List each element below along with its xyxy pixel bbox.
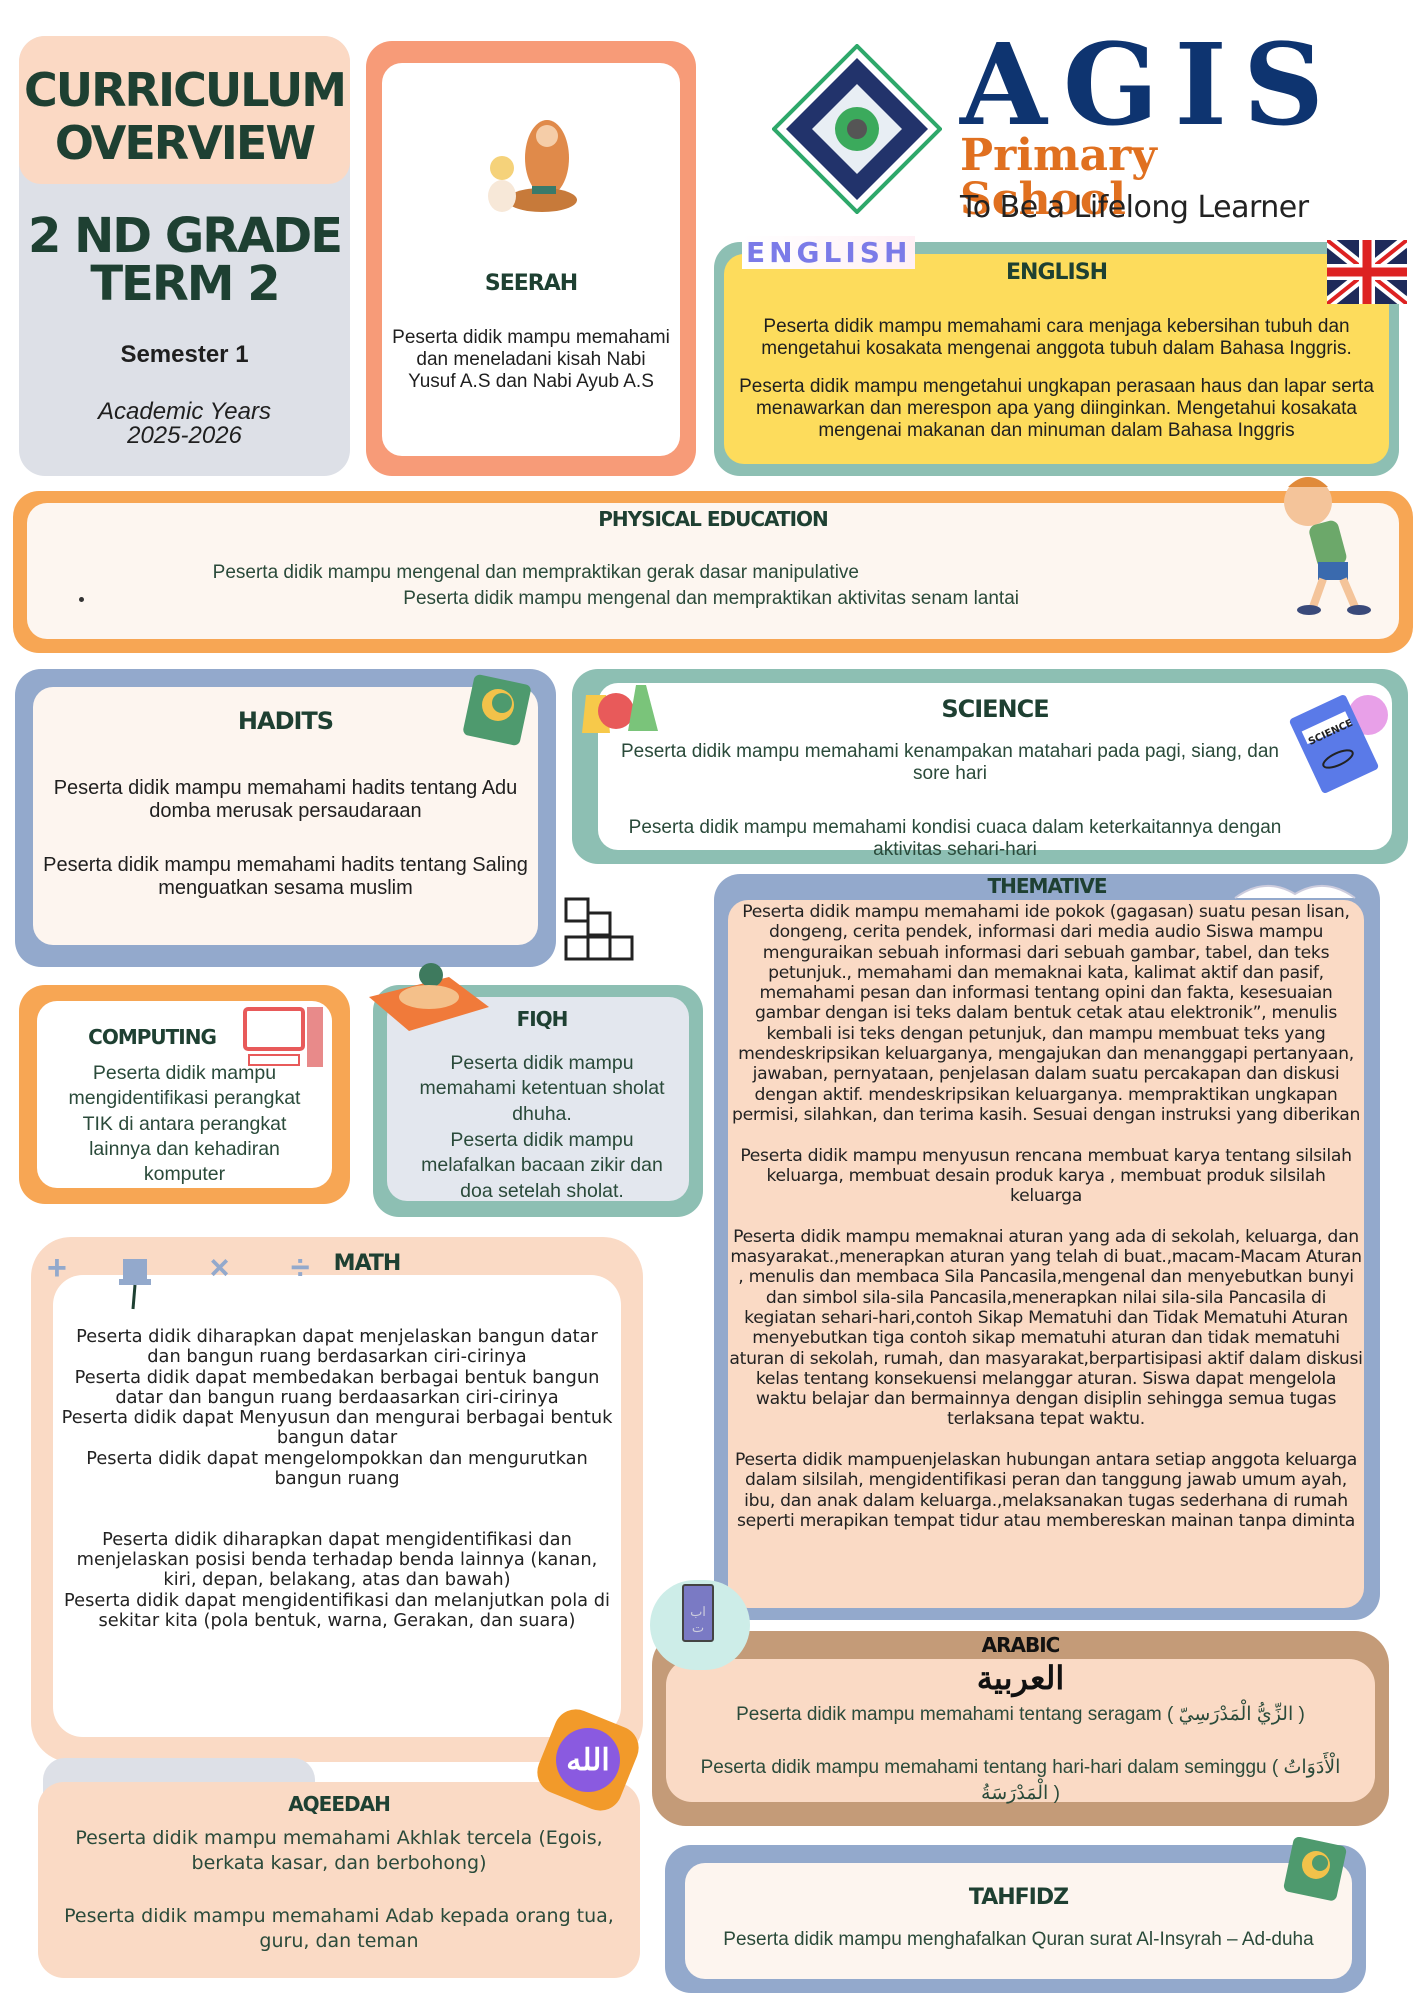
grade-title: 2 ND GRADE TERM 2 — [19, 212, 350, 308]
aqeedah-card: AQEEDAH Peserta didik mampu memahami Akh… — [38, 1782, 640, 1978]
allah-badge-text: الله — [556, 1728, 620, 1792]
hadits-text-2: Peserta didik mampu memahami hadits tent… — [43, 854, 528, 899]
english-card: ENGLISH Peserta didik mampu memahami car… — [714, 236, 1407, 476]
number-blocks-icon — [564, 897, 634, 961]
quran-book-icon — [463, 674, 531, 746]
thematic-body: Peserta didik mampu memahami ide pokok (… — [728, 900, 1364, 1608]
tahfidz-title: TAHFIDZ — [968, 1885, 1069, 1910]
math-text-2: Peserta didik dapat membedakan berbagai … — [74, 1366, 600, 1408]
math-text-5: Peserta didik diharapkan dapat mengident… — [76, 1528, 598, 1591]
science-text-2: Peserta didik mampu memahami kondisi cua… — [628, 817, 1282, 860]
aqeedah-text-2: Peserta didik mampu memahami Adab kepada… — [64, 1905, 614, 1952]
thematic-text-2: Peserta didik mampu menyusun rencana mem… — [740, 1145, 1352, 1207]
science-card: SCIENCE Peserta didik mampu memahami ken… — [572, 669, 1408, 864]
english-sticker: ENGLISH — [742, 236, 916, 269]
math-text-3: Peserta didik dapat Menyusun dan mengura… — [61, 1407, 613, 1449]
logo-tagline: To Be a Lifelong Learner — [960, 190, 1309, 225]
aqeedah-title: AQEEDAH — [288, 1792, 391, 1816]
math-text-1: Peserta didik diharapkan dapat menjelask… — [76, 1326, 598, 1368]
arabic-book-icon: اب ت — [650, 1580, 750, 1670]
logo-emblem-icon — [772, 44, 942, 214]
years-value: 2025-2026 — [127, 422, 242, 449]
semester: Semester 1 — [120, 341, 249, 368]
english-text-1: Peserta didik mampu memahami cara menjag… — [761, 316, 1352, 359]
pe-title: PHYSICAL EDUCATION — [598, 507, 829, 531]
thematic-text-3: Peserta didik mampu memaknai aturan yang… — [729, 1226, 1363, 1430]
seerah-card: SEERAH Peserta didik mampu memahami dan … — [366, 41, 696, 476]
grade-line: 2 ND GRADE — [28, 208, 343, 264]
pe-card: PHYSICAL EDUCATION Peserta didik mampu m… — [13, 477, 1413, 653]
arabic-title: ARABIC — [981, 1633, 1061, 1657]
math-symbols-icon: + − × ÷ — [47, 1249, 316, 1287]
uk-flag-icon — [1327, 240, 1407, 304]
logo-school: Primary School — [960, 130, 1157, 225]
math-text-4: Peserta didik dapat mengelompokkan dan m… — [86, 1447, 588, 1489]
thematic-card: THEMATIVE Peserta didik mampu memahami i… — [714, 874, 1380, 1620]
pushpin-icon — [119, 1259, 151, 1310]
math-card: MATH Peserta didik diharapkan dapat menj… — [31, 1237, 643, 1762]
science-text-1: Peserta didik mampu memahami kenampakan … — [621, 741, 1279, 784]
arabic-text-1: Peserta didik mampu memahami tentang ser… — [736, 1704, 1305, 1725]
open-book-icon — [1234, 884, 1356, 899]
academic-years: Academic Years 2025-2026 — [19, 400, 350, 448]
bullet — [79, 597, 84, 602]
thematic-title: THEMATIVE — [987, 874, 1107, 898]
fiqh-card: FIQH Peserta didik mampu memahami ketent… — [369, 963, 703, 1217]
quran-book-icon — [1283, 1837, 1347, 1901]
lab-flasks-icon — [582, 685, 658, 733]
computing-title: COMPUTING — [88, 1025, 217, 1049]
seerah-title: SEERAH — [484, 271, 578, 296]
math-title: MATH — [333, 1251, 402, 1276]
fiqh-title: FIQH — [516, 1007, 569, 1031]
arabic-card: ARABIC العربية Peserta didik mampu memah… — [652, 1631, 1389, 1826]
seerah-text: Peserta didik mampu memahami dan menelad… — [392, 327, 670, 392]
computing-text: Peserta didik mampu mengidentifikasi per… — [68, 1062, 301, 1186]
science-book-icon: SCIENCE — [1289, 695, 1388, 793]
computer-icon — [243, 1007, 323, 1067]
math-body: Peserta didik diharapkan dapat menjelask… — [59, 1326, 615, 1631]
arabic-text-2: Peserta didik mampu memahami tentang har… — [700, 1757, 1341, 1804]
term-line: TERM 2 — [90, 256, 280, 312]
thematic-text-1: Peserta didik mampu memahami ide pokok (… — [731, 902, 1361, 1125]
overview-card: CURRICULUM OVERVIEW 2 ND GRADE TERM 2 Se… — [19, 36, 350, 476]
stretching-kid-icon — [1284, 477, 1371, 615]
english-text-2: Peserta didik mampu mengetahui ungkapan … — [739, 376, 1374, 441]
tahfidz-text: Peserta didik mampu menghafalkan Quran s… — [723, 1929, 1314, 1950]
arabic-script-title: العربية — [976, 1660, 1065, 1696]
title-line: CURRICULUM — [24, 63, 347, 117]
logo-name: AGIS — [960, 20, 1340, 151]
title-line: OVERVIEW — [54, 115, 316, 170]
english-title: ENGLISH — [1006, 260, 1108, 285]
prayer-mat-icon — [369, 963, 489, 1031]
thematic-text-4: Peserta didik mampuenjelaskan hubungan a… — [735, 1450, 1357, 1531]
school-logo: AGIS Primary School To Be a Lifelong Lea… — [772, 30, 1332, 238]
mother-child-reading-icon — [488, 120, 577, 212]
tahfidz-card: TAHFIDZ Peserta didik mampu menghafalkan… — [665, 1837, 1366, 1993]
fiqh-text-1: Peserta didik mampu memahami ketentuan s… — [419, 1052, 665, 1125]
hadits-card: HADITS Peserta didik mampu memahami hadi… — [15, 669, 556, 967]
years-label: Academic Years — [98, 398, 271, 425]
arabic-book-label: اب ت — [682, 1584, 714, 1642]
aqeedah-text-1: Peserta didik mampu memahami Akhlak terc… — [75, 1827, 603, 1874]
hadits-text-1: Peserta didik mampu memahami hadits tent… — [53, 777, 518, 822]
fiqh-text-2: Peserta didik mampu melafalkan bacaan zi… — [421, 1129, 663, 1202]
math-text-6: Peserta didik dapat mengidentifikasi dan… — [64, 1589, 610, 1631]
hadits-title: HADITS — [237, 707, 334, 735]
pe-text-2: Peserta didik mampu mengenal dan memprak… — [403, 588, 1019, 609]
pe-text-1: Peserta didik mampu mengenal dan memprak… — [212, 562, 859, 583]
computing-card: COMPUTING Peserta didik mampu mengidenti… — [19, 985, 350, 1204]
overview-title: CURRICULUM OVERVIEW — [19, 64, 350, 170]
science-title: SCIENCE — [941, 695, 1049, 723]
